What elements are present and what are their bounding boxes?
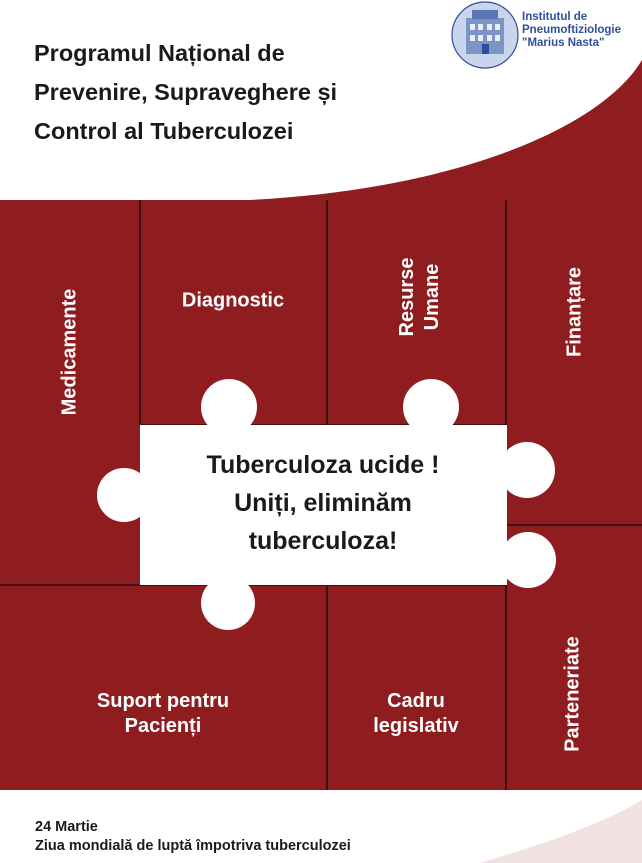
tile-suport-line-1: Suport pentru <box>96 690 230 712</box>
footer-event: Ziua mondială de luptă împotriva tubercu… <box>35 838 351 854</box>
tile-diagnostic: Diagnostic <box>181 289 285 312</box>
header-swoosh <box>250 60 642 200</box>
tile-suport-pacienti: Suport pentru Pacienți <box>97 689 229 739</box>
tile-medicamente: Medicamente <box>58 288 81 416</box>
tile-resurse-umane-line-1: Resurse <box>396 257 418 337</box>
logo-line-3: "Marius Nasta" <box>522 37 605 49</box>
tile-resurse-umane: Resurse Umane <box>395 258 445 337</box>
tile-suport-line-2: Pacienți <box>124 715 202 737</box>
tile-resurse-umane-line-2: Umane <box>421 263 443 331</box>
footer: 24 Martie Ziua mondială de luptă împotri… <box>35 818 351 856</box>
center-message-line-1: Tuberculoza ucide ! <box>206 451 440 479</box>
institute-building-seal-icon <box>451 1 519 69</box>
title-line-2: Prevenire, Supraveghere și <box>34 79 338 105</box>
tile-cadru-legislativ: Cadru legislativ <box>373 689 459 739</box>
logo-line-1: Institutul de <box>522 11 588 23</box>
center-message-line-3: tuberculoza! <box>248 527 398 555</box>
center-message-line-2: Uniți, eliminăm <box>234 489 412 517</box>
tile-cadru-line-2: legislativ <box>373 715 459 737</box>
title-line-3: Control al Tuberculozei <box>34 118 294 144</box>
footer-swoosh <box>480 800 642 863</box>
logo-line-2: Pneumoftiziologie <box>522 24 622 36</box>
institute-logo-text: Institutul de Pneumoftiziologie "Marius … <box>522 11 640 50</box>
center-message: Tuberculoza ucide ! Uniți, eliminăm tube… <box>207 446 440 560</box>
tile-cadru-line-1: Cadru <box>387 690 445 712</box>
tile-finantare: Finanțare <box>563 266 586 358</box>
title-line-1: Programul Național de <box>34 40 285 66</box>
puzzle-piece <box>97 379 556 630</box>
footer-date: 24 Martie <box>35 819 98 835</box>
tile-parteneriate: Parteneriate <box>561 636 584 752</box>
program-title: Programul Național de Prevenire, Suprave… <box>34 34 474 151</box>
